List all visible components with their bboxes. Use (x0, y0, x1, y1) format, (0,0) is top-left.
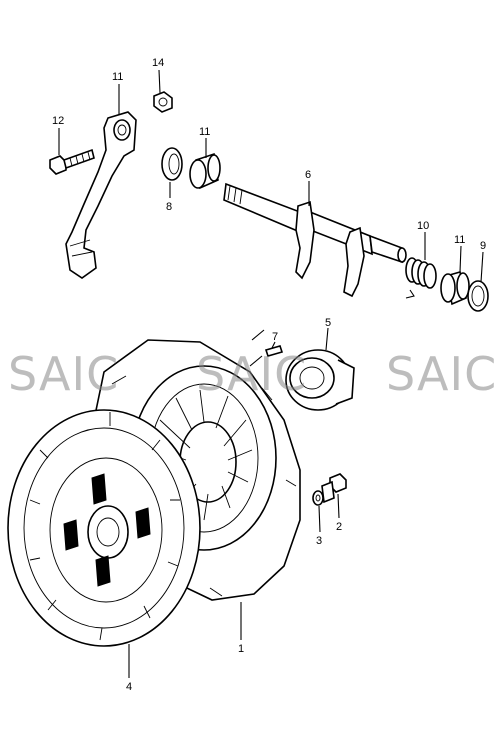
watermark-left: SAIC (8, 347, 119, 401)
callout-8: 8 (166, 201, 172, 213)
nut-part (153, 91, 173, 113)
seal-part-right (467, 280, 489, 312)
watermark-right: SAIC (386, 347, 497, 401)
bushing-part-upper (189, 152, 221, 190)
callout-14: 14 (152, 57, 164, 69)
oil-seal-part (161, 147, 183, 181)
callout-labels: 11 14 12 11 8 6 10 11 9 7 5 3 2 1 4 (52, 57, 486, 693)
callout-13: 12 (52, 115, 64, 127)
bolt-part (49, 148, 95, 175)
callout-2: 2 (336, 521, 342, 533)
washer-part (312, 490, 324, 506)
callout-3: 3 (316, 535, 322, 547)
callout-10: 10 (417, 220, 429, 232)
callout-4: 4 (126, 681, 132, 693)
pin-part (249, 329, 284, 367)
bushing-part-right (440, 270, 470, 306)
return-spring-part (405, 257, 437, 299)
release-fork-part (65, 111, 137, 279)
callout-7: 7 (272, 331, 278, 343)
clutch-disc-part (7, 409, 201, 647)
callout-1: 1 (238, 643, 244, 655)
cover-bolt-part (321, 473, 347, 504)
callout-6: 6 (305, 169, 311, 181)
callout-12: 11 (112, 71, 123, 83)
release-shaft-part (223, 182, 407, 298)
leader-lines (58, 69, 484, 678)
release-bearing-part (285, 349, 355, 411)
watermark-center: SAIC (196, 347, 307, 401)
callout-11-right: 11 (454, 234, 465, 246)
callout-11-upper: 11 (199, 126, 210, 138)
callout-5: 5 (325, 317, 331, 329)
callout-9: 9 (480, 240, 486, 252)
